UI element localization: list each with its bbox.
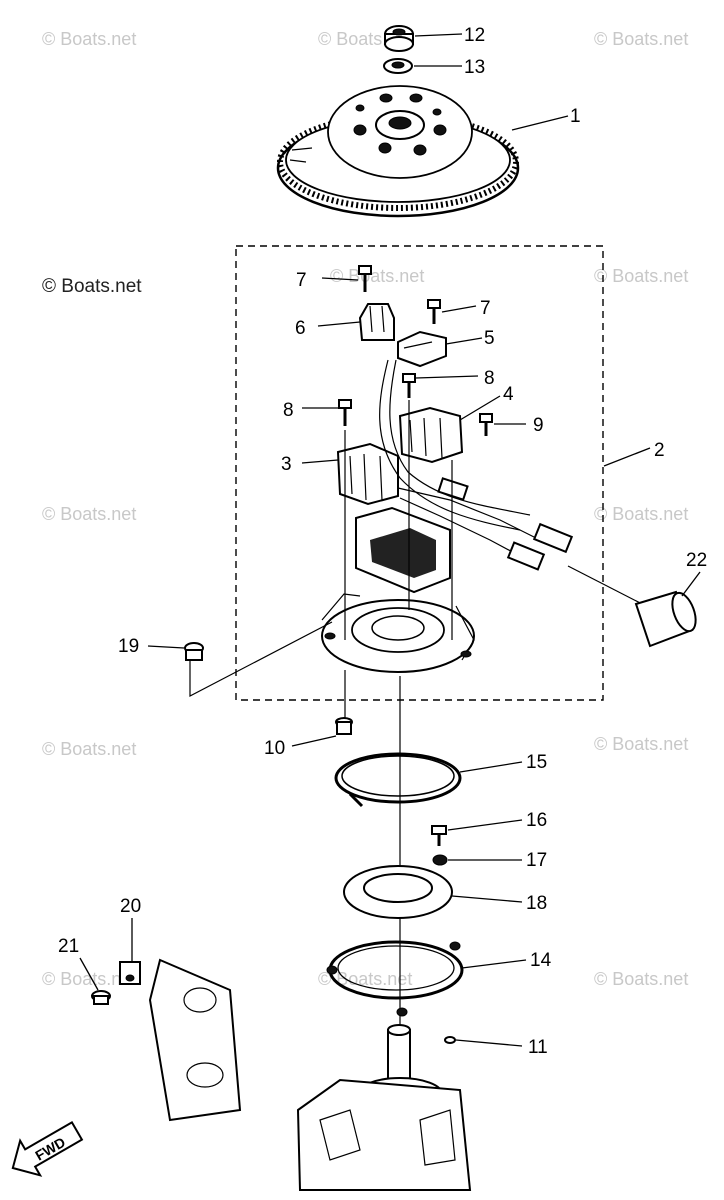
callout-14: 14: [530, 950, 552, 971]
callout-12: 12: [464, 25, 485, 46]
nut-part: [384, 25, 414, 52]
watermark: © Boats.net: [42, 969, 136, 989]
watermark: © Boats.net: [594, 504, 688, 524]
watermark: © Boats.net: [594, 29, 688, 49]
arrow-left-icon: [11, 1120, 84, 1177]
callout-5: 5: [484, 328, 495, 349]
flywheel-part: [276, 85, 520, 218]
callout-2: 2: [654, 440, 665, 461]
watermark: © Boats.net: [594, 734, 688, 754]
callouts: 1 2 3 4 5 6 7 7 8 8 9 10 11 12 13 14 15 …: [58, 25, 707, 1058]
callout-8: 8: [283, 400, 294, 421]
watermark: © Boats.net: [318, 969, 412, 989]
bolt-part: [184, 642, 204, 661]
bolt-part: [335, 717, 353, 735]
bracket-part: [358, 303, 395, 341]
screw-part: [402, 373, 416, 398]
callout-1: 1: [570, 106, 581, 127]
plate-part: [343, 865, 453, 919]
callout-7: 7: [480, 298, 491, 319]
screw-part: [427, 299, 441, 324]
screw-part: [479, 413, 493, 436]
watermark: © Boats.net: [42, 504, 136, 524]
watermark: © Boats.net: [330, 266, 424, 286]
pulser-coil-part: [397, 330, 447, 368]
watermark-dark: © Boats.net: [42, 276, 142, 297]
callout-9: 9: [533, 415, 544, 436]
watermark: © Boats.net: [594, 969, 688, 989]
callout-6: 6: [295, 318, 306, 339]
crankcase-part: [296, 1024, 472, 1191]
alignment-lines: [189, 400, 647, 1040]
rotor-part: [355, 506, 451, 594]
screw-part: [358, 265, 372, 292]
watermark: © Boats.net: [594, 266, 688, 286]
assembly-dashed-box: [235, 245, 604, 701]
watermark: © Boats.net: [42, 29, 136, 49]
screws: [338, 265, 493, 436]
watermark: © Boats.net: [42, 739, 136, 759]
callout-20: 20: [120, 896, 141, 917]
screw-part: [338, 399, 352, 426]
bolt-part: [91, 990, 111, 1005]
ring-part: [326, 940, 464, 1017]
callout-8: 8: [484, 368, 495, 389]
cap-part: [634, 590, 697, 648]
callout-3: 3: [281, 454, 292, 475]
screw-part: [431, 825, 447, 846]
washer-part: [383, 58, 413, 74]
callout-18: 18: [526, 893, 547, 914]
callout-13: 13: [464, 57, 485, 78]
source-coil-part: [336, 442, 399, 506]
callout-10: 10: [264, 738, 285, 759]
leader-lines: [79, 33, 701, 1047]
charge-coil-part: [398, 406, 464, 464]
callout-16: 16: [526, 810, 547, 831]
base-plate-part: [321, 593, 475, 673]
callout-7: 7: [296, 270, 307, 291]
callout-15: 15: [526, 752, 547, 773]
callout-17: 17: [526, 850, 547, 871]
watermarks: © Boats.net © Boats.net © Boats.net © Bo…: [42, 29, 688, 989]
clip-part: [119, 961, 141, 985]
callout-21: 21: [58, 936, 79, 957]
wire-harness: [379, 359, 574, 571]
clamp-ring-part: [334, 752, 462, 808]
lock-washer-part: [432, 854, 448, 866]
forward-arrow: FWD: [11, 1120, 84, 1177]
callout-11: 11: [528, 1037, 548, 1058]
callout-22: 22: [686, 550, 707, 571]
callout-19: 19: [118, 636, 139, 657]
mount-plate-part: [148, 958, 242, 1122]
callout-4: 4: [503, 384, 514, 405]
